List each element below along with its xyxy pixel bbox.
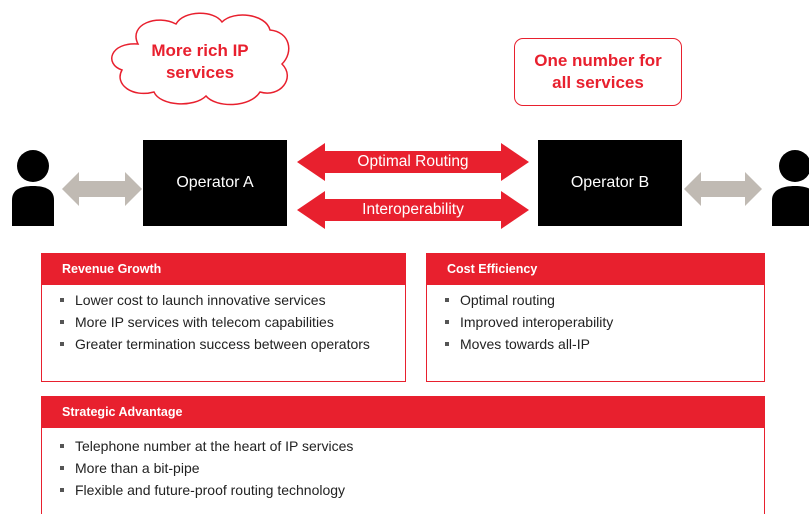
user-link-arrow-right-icon (684, 172, 762, 206)
person-right-icon (772, 150, 809, 226)
operator-b-box: Operator B (538, 140, 682, 226)
list-item: Improved interoperability (444, 314, 759, 331)
strategic-advantage-panel: Strategic Advantage Telephone number at … (41, 396, 765, 514)
operator-a-box: Operator A (143, 140, 287, 226)
cloud-callout-icon (111, 12, 290, 106)
list-item: Moves towards all-IP (444, 336, 759, 353)
user-link-arrow-left-icon (62, 172, 142, 206)
number-callout-box (514, 38, 682, 106)
list-item: Flexible and future-proof routing techno… (59, 482, 749, 499)
list-item: More IP services with telecom capabiliti… (59, 314, 404, 331)
number-callout-text: One number for all services (534, 51, 662, 92)
revenue-growth-title: Revenue Growth (42, 254, 405, 285)
list-item: Greater termination success between oper… (59, 336, 375, 353)
optimal-routing-arrow-icon (297, 143, 529, 181)
cloud-callout-text: More rich IP services (151, 41, 249, 82)
list-item: Lower cost to launch innovative services (59, 292, 404, 309)
cost-efficiency-panel: Cost Efficiency Optimal routing Improved… (426, 253, 765, 382)
strategic-advantage-title: Strategic Advantage (42, 397, 764, 428)
revenue-growth-panel: Revenue Growth Lower cost to launch inno… (41, 253, 406, 382)
optimal-routing-label: Optimal Routing (357, 153, 469, 170)
list-item: More than a bit-pipe (59, 460, 749, 477)
person-left-icon (12, 150, 54, 226)
interoperability-arrow-icon (297, 191, 529, 229)
list-item: Optimal routing (444, 292, 759, 309)
list-item: Telephone number at the heart of IP serv… (59, 438, 749, 455)
interoperability-label: Interoperability (362, 201, 464, 218)
cost-efficiency-title: Cost Efficiency (427, 254, 764, 285)
operator-a-label: Operator A (176, 174, 254, 191)
operator-b-label: Operator B (570, 174, 650, 191)
